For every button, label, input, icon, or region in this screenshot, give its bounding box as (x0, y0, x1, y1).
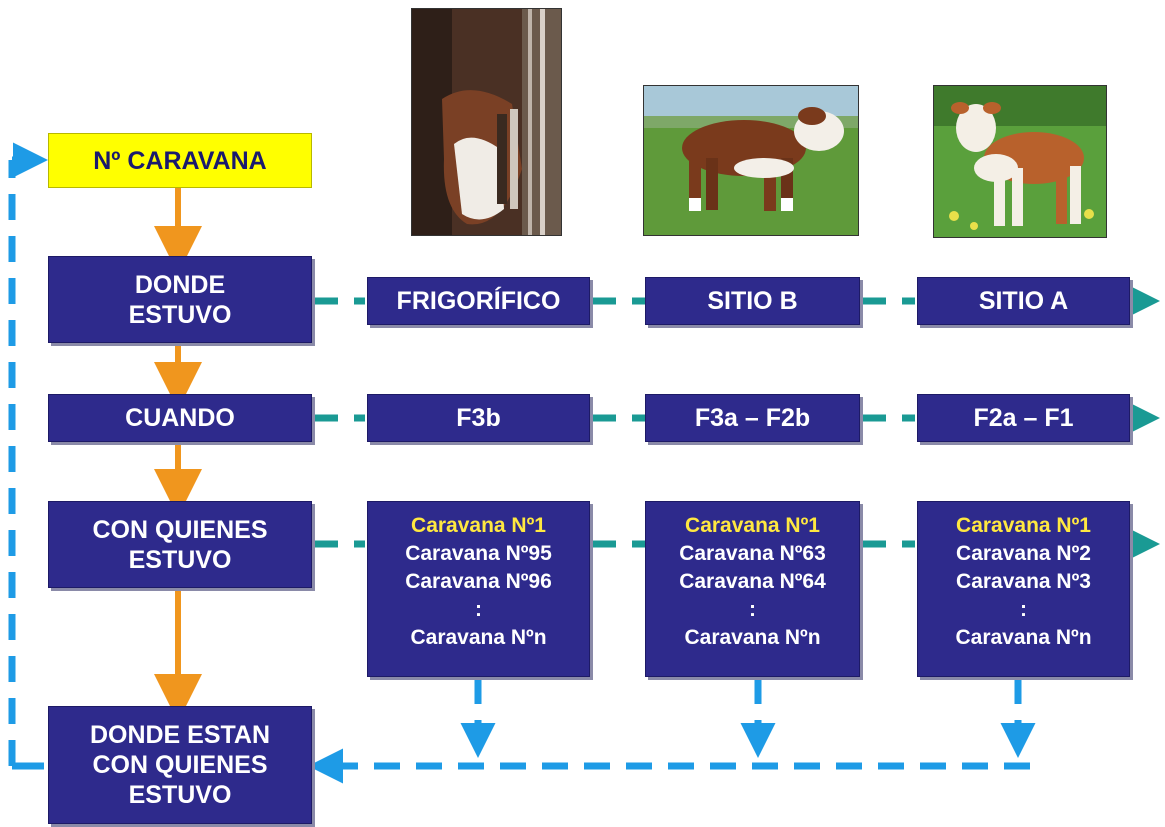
hereford-calf-photo (933, 85, 1107, 238)
period-sitio-b: F3a – F2b (645, 394, 860, 442)
start-label: Nº CARAVANA (93, 146, 267, 175)
place-label: SITIO B (707, 287, 798, 315)
contact-item: Caravana Nºn (955, 626, 1092, 649)
contacts-frigorifico: Caravana Nº1 Caravana Nº95 Caravana Nº96… (367, 501, 590, 677)
question-label: ESTUVO (128, 781, 232, 809)
contact-item: Caravana Nºn (684, 626, 821, 649)
question-label: CUANDO (125, 404, 235, 432)
question-donde-estan: DONDE ESTAN CON QUIENES ESTUVO (48, 706, 312, 824)
period-label: F2a – F1 (973, 404, 1074, 432)
contact-item: Caravana Nº2 (956, 542, 1091, 565)
period-sitio-a: F2a – F1 (917, 394, 1130, 442)
place-label: FRIGORÍFICO (396, 287, 561, 315)
question-label: DONDE (134, 270, 226, 299)
hereford-steer-photo (643, 85, 859, 236)
question-con-quienes-estuvo: CON QUIENES ESTUVO (48, 501, 312, 588)
question-label: ESTUVO (128, 545, 232, 574)
question-label: DONDE ESTAN (89, 721, 271, 749)
question-label: ESTUVO (128, 300, 232, 329)
contact-item: : (749, 598, 756, 621)
contact-item: Caravana Nº1 (411, 514, 546, 537)
place-sitio-a: SITIO A (917, 277, 1130, 325)
contact-item: Caravana Nº64 (679, 570, 826, 593)
contacts-sitio-a: Caravana Nº1 Caravana Nº2 Caravana Nº3 :… (917, 501, 1130, 677)
place-label: SITIO A (978, 287, 1069, 315)
contact-item: : (1020, 598, 1027, 621)
contacts-sitio-b: Caravana Nº1 Caravana Nº63 Caravana Nº64… (645, 501, 860, 677)
contact-item: Caravana Nº63 (679, 542, 826, 565)
slaughterhouse-cow-photo (411, 8, 562, 236)
contact-item: Caravana Nº1 (685, 514, 820, 537)
contact-item: Caravana Nº1 (956, 514, 1091, 537)
question-label: CON QUIENES (92, 515, 268, 544)
question-donde-estuvo: DONDE ESTUVO (48, 256, 312, 343)
period-frigorifico: F3b (367, 394, 590, 442)
place-frigorifico: FRIGORÍFICO (367, 277, 590, 325)
period-label: F3a – F2b (694, 404, 811, 432)
contact-item: Caravana Nº96 (405, 570, 552, 593)
question-label: CON QUIENES (92, 751, 268, 779)
place-sitio-b: SITIO B (645, 277, 860, 325)
contact-item: Caravana Nº3 (956, 570, 1091, 593)
contact-item: : (475, 598, 482, 621)
contact-item: Caravana Nºn (410, 626, 547, 649)
start-box: Nº CARAVANA (48, 133, 312, 188)
contact-item: Caravana Nº95 (405, 542, 552, 565)
question-cuando: CUANDO (48, 394, 312, 442)
period-label: F3b (456, 404, 501, 432)
